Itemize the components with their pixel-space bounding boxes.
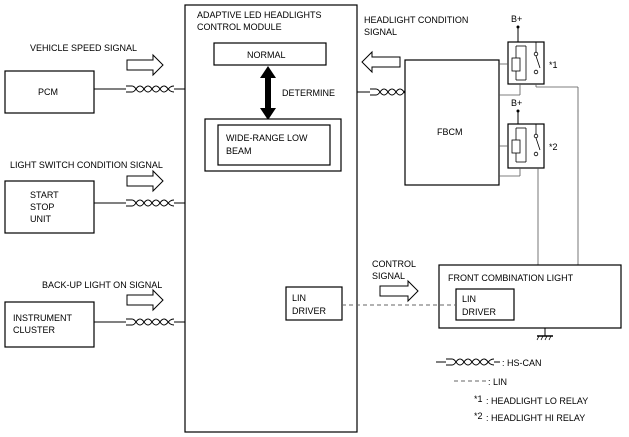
module-title-line2: CONTROL MODULE [197, 22, 282, 32]
headlight-condition-arrow [361, 50, 401, 74]
front-combination-light-label: FRONT COMBINATION LIGHT [448, 273, 574, 283]
light-switch-arrow [126, 169, 164, 193]
fbcm-box [404, 59, 500, 186]
backup-light-arrow [126, 288, 164, 312]
light-switch-signal-label: LIGHT SWITCH CONDITION SIGNAL [10, 160, 163, 170]
legend-star2: *2 [474, 411, 483, 421]
module-lin-driver-box [285, 286, 343, 321]
instrument-cluster-line2: CLUSTER [13, 325, 56, 335]
headlight-condition-line1: HEADLIGHT CONDITION [364, 15, 468, 25]
vehicle-speed-arrow [126, 53, 164, 77]
fcl-lin-driver-box [455, 288, 515, 321]
module-title-line1: ADAPTIVE LED HEADLIGHTS [197, 10, 322, 20]
normal-box [213, 42, 327, 66]
pcm-box [4, 70, 95, 114]
legend-star1: *1 [474, 394, 483, 404]
start-stop-unit-box [4, 180, 95, 234]
legend-lin: : LIN [488, 377, 507, 387]
wide-range-box [217, 124, 331, 166]
control-signal-arrow [379, 279, 419, 303]
fbcm-label: FBCM [437, 127, 463, 137]
legend-hs-can: : HS-CAN [502, 358, 542, 368]
vehicle-speed-signal-label: VEHICLE SPEED SIGNAL [30, 43, 137, 53]
bplus-1-label: B+ [511, 14, 522, 24]
relay-lo-mark: *1 [549, 60, 558, 70]
pcm-label: PCM [38, 87, 58, 97]
relay-hi-mark: *2 [549, 142, 558, 152]
legend-relay-hi: : HEADLIGHT HI RELAY [486, 413, 585, 423]
start-stop-line2: STOP [30, 202, 54, 212]
instrument-cluster-line1: INSTRUMENT [13, 313, 72, 323]
control-module-box [184, 4, 358, 433]
wide-range-line1: WIDE-RANGE LOW [226, 133, 308, 143]
instrument-cluster-box [4, 301, 95, 348]
start-stop-line3: UNIT [30, 214, 51, 224]
headlight-condition-line2: SIGNAL [364, 27, 397, 37]
determine-arrow [260, 66, 276, 120]
bplus-2-label: B+ [511, 98, 522, 108]
module-lin-driver-line1: LIN [292, 293, 306, 303]
legend: : HS-CAN : LIN *1 : HEADLIGHT LO RELAY *… [436, 358, 588, 423]
backup-light-signal-label: BACK-UP LIGHT ON SIGNAL [42, 280, 162, 290]
normal-label: NORMAL [247, 50, 286, 60]
fcl-lin-driver-line1: LIN [462, 294, 476, 304]
control-signal-line1: CONTROL [372, 259, 416, 269]
control-signal-line2: SIGNAL [372, 271, 405, 281]
fcl-lin-driver-line2: DRIVER [462, 307, 497, 317]
determine-label: DETERMINE [282, 88, 335, 98]
start-stop-line1: START [30, 190, 59, 200]
legend-relay-lo: : HEADLIGHT LO RELAY [486, 396, 588, 406]
wide-range-line2: BEAM [226, 146, 252, 156]
module-lin-driver-line2: DRIVER [292, 306, 327, 316]
